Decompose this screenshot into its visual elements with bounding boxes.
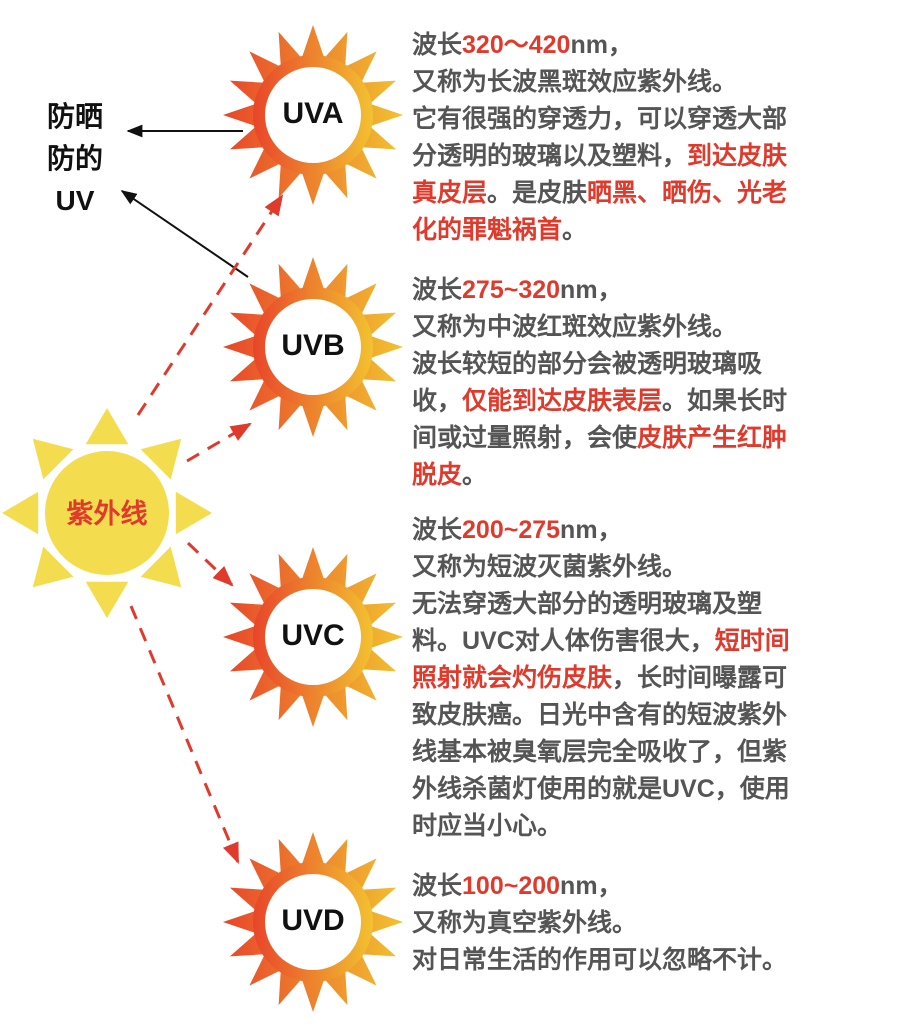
dashed-arrow-to-uva: [136, 194, 284, 416]
body-text: 波长: [412, 516, 463, 544]
description-line: 真皮层。是皮肤晒黑、晒伤、光老: [412, 175, 787, 212]
description-uvb: 波长275~320nm，又称为中波红斑效应紫外线。波长较短的部分会被透明玻璃吸收…: [412, 272, 787, 494]
sun-center: [265, 874, 361, 970]
body-text: 。: [462, 461, 488, 489]
highlight-text: 200~275: [462, 516, 561, 544]
main-sun-ray: [85, 581, 129, 618]
description-line: 波长200~275nm，: [412, 512, 790, 549]
description-line: 波长275~320nm，: [412, 272, 787, 309]
description-line: 又称为真空紫外线。: [412, 905, 787, 942]
description-line: 对日常生活的作用可以忽略不计。: [412, 942, 787, 979]
highlight-text: 100~200: [462, 872, 561, 900]
highlight-text: 脱皮: [412, 461, 463, 489]
sun-center: [265, 67, 361, 163]
description-line: 线基本被臭氧层完全吸收了，但紫: [412, 734, 790, 771]
main-sun-ray: [32, 546, 74, 588]
highlight-text: 320～420: [462, 31, 571, 59]
body-text: 料。UVC对人体伤害很大，: [412, 627, 715, 655]
body-text: 又称为长波黑斑效应紫外线。: [412, 68, 738, 96]
arrow-uvb-to-protect: [120, 190, 249, 278]
protect-label-line: 防的: [46, 143, 103, 174]
main-sun-label: 紫外线: [66, 499, 148, 529]
sun-label-uvd: UVD: [281, 904, 345, 937]
body-text: 收，: [412, 387, 463, 415]
description-line: 脱皮。: [412, 457, 787, 494]
dashed-arrow-to-uvb: [186, 422, 252, 463]
description-line: 料。UVC对人体伤害很大，短时间: [412, 623, 790, 660]
main-sun-ray: [32, 438, 74, 480]
description-line: 波长100~200nm，: [412, 868, 787, 905]
body-text: 波长较短的部分会被透明玻璃吸: [412, 350, 763, 378]
body-text: 时应当小心。: [412, 812, 563, 840]
description-line: 化的罪魁祸首。: [412, 212, 787, 249]
sun-center: [265, 299, 361, 395]
body-text: 它有很强的穿透力，可以穿透大部: [412, 105, 788, 133]
body-text: 致皮肤癌。日光中含有的短波紫外: [412, 701, 788, 729]
body-text: 对日常生活的作用可以忽略不计。: [412, 946, 788, 974]
dashed-arrow-to-uvd: [129, 605, 240, 864]
body-text: nm，: [560, 872, 623, 900]
body-text: 又称为真空紫外线。: [412, 909, 638, 937]
highlight-text: 短时间: [714, 627, 790, 655]
highlight-text: 皮肤产生红肿: [637, 424, 788, 452]
description-uvc: 波长200~275nm，又称为短波灭菌紫外线。无法穿透大部分的透明玻璃及塑料。U…: [412, 512, 790, 845]
body-text: 间或过量照射，会使: [412, 424, 638, 452]
highlight-text: 晒黑、晒伤、光老: [587, 179, 788, 207]
dashed-arrow-to-uvc: [186, 541, 234, 587]
body-text: ，长时间曝露可: [612, 664, 788, 692]
description-line: 收，仅能到达皮肤表层。如果长时: [412, 383, 787, 420]
body-text: 又称为中波红斑效应紫外线。: [412, 313, 738, 341]
description-line: 间或过量照射，会使皮肤产生红肿: [412, 420, 787, 457]
description-line: 波长较短的部分会被透明玻璃吸: [412, 346, 787, 383]
body-text: 又称为短波灭菌紫外线。: [412, 553, 688, 581]
main-sun-ray: [175, 491, 212, 535]
protect-label-line: UV: [55, 185, 95, 216]
main-sun-ray: [140, 438, 182, 480]
sun-label-uva: UVA: [282, 97, 344, 130]
highlight-text: 275~320: [462, 276, 561, 304]
highlight-text: 到达皮肤: [687, 142, 788, 170]
protect-uv-label: 防晒 防的 UV: [30, 96, 120, 222]
body-text: 波长: [412, 31, 463, 59]
body-text: 波长: [412, 872, 463, 900]
description-uva: 波长320～420nm， 又称为长波黑斑效应紫外线。它有很强的穿透力，可以穿透大部…: [412, 27, 787, 249]
description-line: 又称为短波灭菌紫外线。: [412, 549, 790, 586]
description-uvd: 波长100~200nm， 又称为真空紫外线。对日常生活的作用可以忽略不计。: [412, 868, 787, 979]
main-sun-disc: [45, 451, 169, 575]
highlight-text: 仅能到达皮肤表层: [462, 387, 663, 415]
sun-label-uvb: UVB: [281, 329, 345, 362]
protect-label-line: 防晒: [46, 101, 103, 132]
body-text: 波长: [412, 276, 463, 304]
highlight-text: 真皮层: [412, 179, 488, 207]
main-sun-ray: [85, 408, 129, 445]
sun-label-uvc: UVC: [281, 619, 345, 652]
description-line: 分透明的玻璃以及塑料，到达皮肤: [412, 138, 787, 175]
highlight-text: 照射就会灼伤皮肤: [412, 664, 613, 692]
body-text: 。如果长时: [662, 387, 788, 415]
body-text: nm，: [560, 276, 623, 304]
description-line: 又称为中波红斑效应紫外线。: [412, 309, 787, 346]
highlight-text: 化的罪魁祸首: [412, 216, 563, 244]
body-text: nm，: [560, 516, 623, 544]
body-text: 外线杀菌灯使用的就是UVC，使用: [412, 775, 790, 803]
description-line: 致皮肤癌。日光中含有的短波紫外: [412, 697, 790, 734]
body-text: 无法穿透大部分的透明玻璃及塑: [412, 590, 763, 618]
description-line: 又称为长波黑斑效应紫外线。: [412, 64, 787, 101]
description-line: 外线杀菌灯使用的就是UVC，使用: [412, 771, 790, 808]
body-text: 。是皮肤: [487, 179, 588, 207]
body-text: 线基本被臭氧层完全吸收了，但紫: [412, 738, 788, 766]
description-line: 波长320～420nm，: [412, 27, 787, 64]
body-text: 。: [562, 216, 588, 244]
description-line: 时应当小心。: [412, 808, 790, 845]
main-sun-ray: [140, 546, 182, 588]
description-line: 它有很强的穿透力，可以穿透大部: [412, 101, 787, 138]
sun-center: [265, 589, 361, 685]
main-sun-ray: [2, 491, 39, 535]
description-line: 无法穿透大部分的透明玻璃及塑: [412, 586, 790, 623]
body-text: nm，: [570, 31, 633, 59]
body-text: 分透明的玻璃以及塑料，: [412, 142, 688, 170]
description-line: 照射就会灼伤皮肤，长时间曝露可: [412, 660, 790, 697]
